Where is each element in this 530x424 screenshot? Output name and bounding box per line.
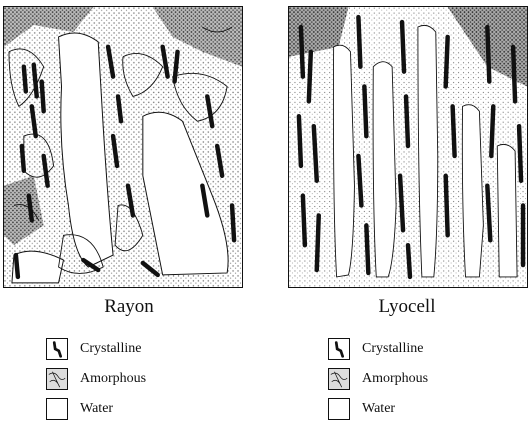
legend-row-crystalline: Crystalline [46, 334, 146, 364]
legend-row-crystalline: Crystalline [328, 334, 428, 364]
rayon-structure-drawing [4, 7, 242, 287]
rayon-legend: Crystalline Amorphous Water [46, 334, 146, 424]
legend-label-water: Water [362, 401, 395, 417]
lyocell-structure-diagram [288, 6, 528, 288]
legend-row-water: Water [46, 394, 146, 424]
amorphous-swatch-icon [328, 368, 350, 390]
legend-row-amorphous: Amorphous [328, 364, 428, 394]
crystalline-swatch-icon [46, 338, 68, 360]
legend-row-water: Water [328, 394, 428, 424]
rayon-caption: Rayon [49, 296, 209, 318]
water-swatch-icon [46, 398, 68, 420]
lyocell-legend: Crystalline Amorphous Water [328, 334, 428, 424]
legend-label-amorphous: Amorphous [80, 371, 146, 387]
lyocell-caption: Lyocell [327, 296, 487, 318]
lyocell-structure-drawing [289, 7, 527, 287]
legend-label-crystalline: Crystalline [80, 341, 141, 357]
legend-label-amorphous: Amorphous [362, 371, 428, 387]
rayon-structure-diagram [3, 6, 243, 288]
crystalline-swatch-icon [328, 338, 350, 360]
water-swatch-icon [328, 398, 350, 420]
legend-row-amorphous: Amorphous [46, 364, 146, 394]
legend-label-water: Water [80, 401, 113, 417]
amorphous-swatch-icon [46, 368, 68, 390]
legend-label-crystalline: Crystalline [362, 341, 423, 357]
